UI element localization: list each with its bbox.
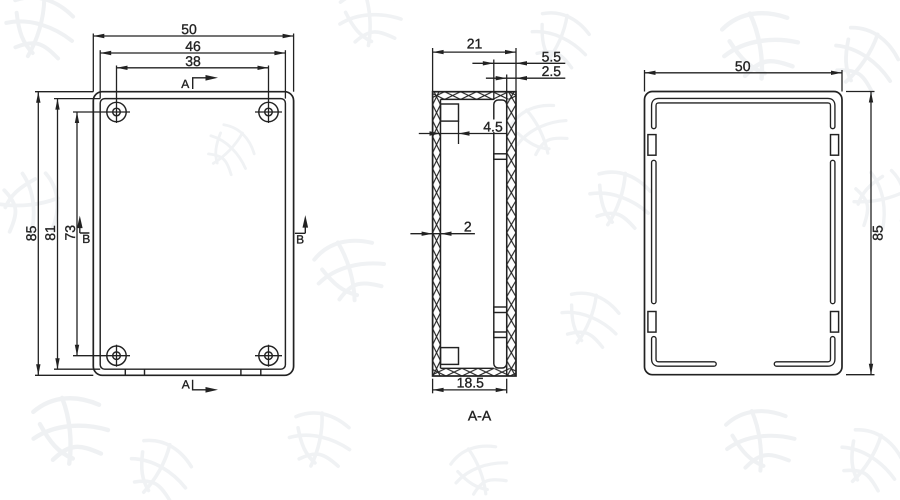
svg-text:18.5: 18.5 [457,374,484,390]
svg-text:73: 73 [62,225,78,241]
svg-text:85: 85 [23,225,39,241]
svg-text:B: B [296,233,304,247]
svg-text:5.5: 5.5 [542,48,562,64]
svg-text:85: 85 [869,225,885,241]
svg-text:A-A: A-A [468,407,492,423]
svg-text:2: 2 [464,219,472,235]
svg-text:50: 50 [181,21,197,37]
svg-text:A: A [181,77,189,91]
svg-text:B: B [82,232,90,246]
svg-text:21: 21 [467,36,483,52]
svg-text:50: 50 [735,58,751,74]
svg-text:2.5: 2.5 [542,63,562,79]
svg-text:4.5: 4.5 [483,118,503,134]
svg-text:A: A [182,378,190,392]
svg-text:38: 38 [185,53,201,69]
svg-text:46: 46 [185,38,201,54]
svg-text:81: 81 [42,225,58,241]
